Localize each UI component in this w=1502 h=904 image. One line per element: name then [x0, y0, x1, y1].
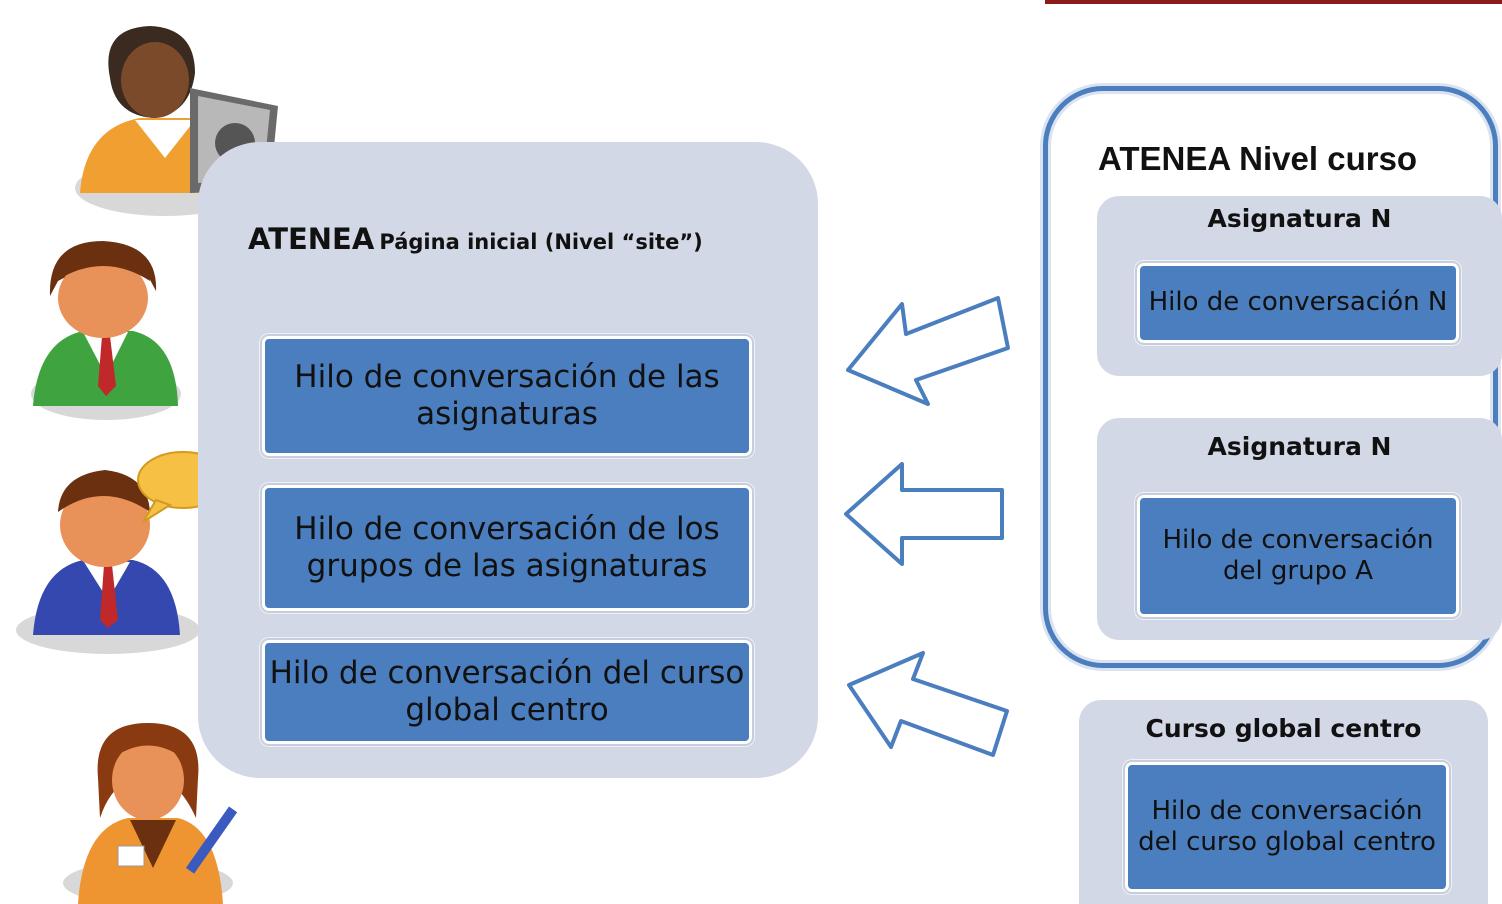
thread-box-subjects: Hilo de conversación de las asignaturas: [260, 334, 754, 458]
left-arrow-icon: [846, 296, 1010, 406]
thread-box-global: Hilo de conversación del curso global ce…: [260, 638, 754, 746]
site-title-sub: Página inicial (Nivel “site”): [379, 230, 703, 254]
thread-box-groups: Hilo de conversación de los grupos de la…: [260, 483, 754, 613]
top-accent-line: [1045, 0, 1502, 4]
subject-title: Asignatura N: [1207, 204, 1392, 233]
thread-box-global-course: Hilo de conversación del curso global ce…: [1123, 760, 1451, 894]
left-arrow-icon: [844, 462, 1004, 566]
global-course-title: Curso global centro: [1145, 714, 1422, 743]
user-speech-bubble-icon: [16, 451, 229, 654]
site-panel-title: ATENEA Página inicial (Nivel “site”): [248, 222, 808, 258]
user-green-suit-icon: [31, 241, 181, 420]
subject-title: Asignatura N: [1207, 432, 1392, 461]
left-arrow-icon: [847, 651, 1009, 757]
user-writing-icon: [63, 723, 238, 904]
thread-box-subject-n: Hilo de conversación N: [1135, 261, 1461, 345]
site-title-main: ATENEA: [248, 222, 375, 256]
course-panel-title: ATENEA Nivel curso: [1098, 140, 1418, 177]
thread-box-group-a: Hilo de conversación del grupo A: [1135, 493, 1461, 619]
